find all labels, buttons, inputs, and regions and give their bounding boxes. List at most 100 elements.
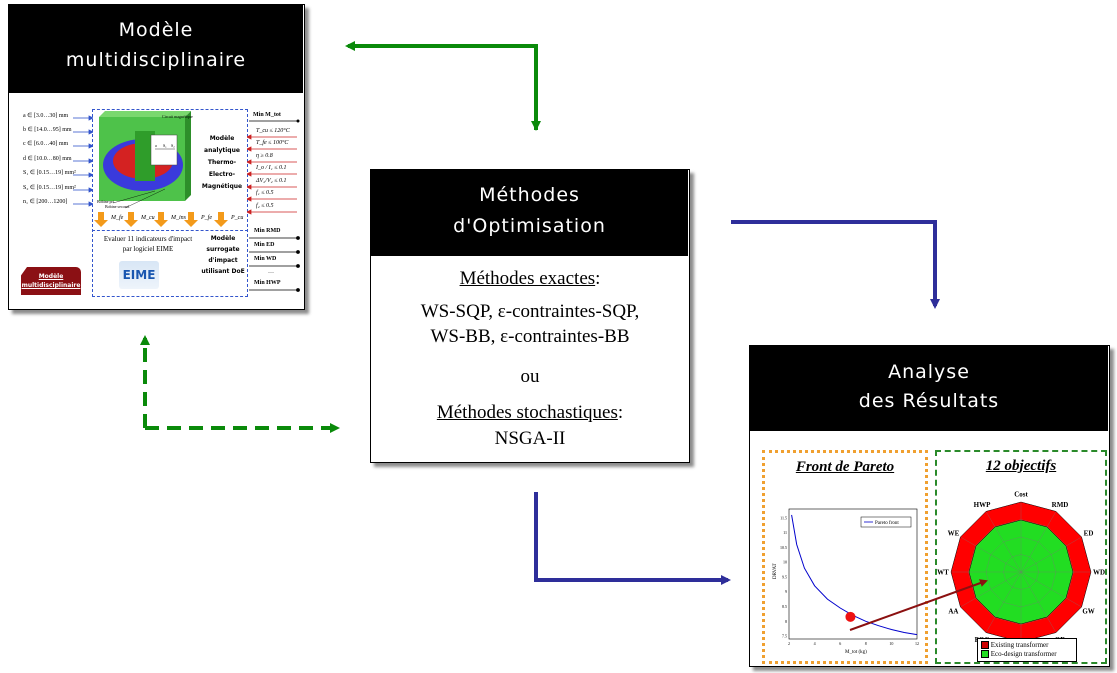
- radar-spoke: [985, 511, 1022, 573]
- objectives-title: 12 objectifs: [985, 458, 1057, 474]
- impact-arrows: [249, 236, 300, 292]
- radar-axis-label: ED: [1084, 530, 1094, 538]
- constraint-arrows: [247, 119, 300, 215]
- stoch-line1: NSGA-II: [494, 428, 566, 449]
- ou-text: ou: [520, 366, 540, 387]
- output-pfe: P_fe: [201, 215, 212, 221]
- stoch-heading: Méthodes stochastiques:: [436, 402, 624, 423]
- impact-ed: Min ED: [254, 242, 275, 248]
- pareto-legend-box: [860, 516, 912, 528]
- lower-divider: [92, 230, 248, 231]
- radar-axis-label: AA: [948, 608, 958, 616]
- core-label: Circuit magnétique: [162, 114, 193, 119]
- radar-spoke: [1020, 571, 1057, 633]
- surrogate-model-label: Modèle surrogate d'impact utilisant DoE: [201, 235, 245, 275]
- eime-logo-text: EIME: [122, 268, 156, 282]
- legend-existing: Existing transformer: [981, 641, 1049, 650]
- pareto-ytick-label: 8.5: [782, 604, 787, 609]
- pareto-ytick-label: 10: [783, 560, 787, 565]
- radar-spoke: [985, 571, 1022, 633]
- legend-eco-label: Eco-design transformer: [990, 650, 1057, 658]
- radar-spoke: [1020, 511, 1057, 573]
- constraint-3: η ≥ 0.8: [256, 153, 273, 159]
- input-list: a ∈ [3.0…30] mm b ∈ [14.0…95] mm c ∈ [6.…: [23, 112, 95, 208]
- arrow-methodes-analyse: [731, 220, 940, 309]
- radar-spoke: [960, 536, 1022, 573]
- modele-title-line2: multidisciplinaire: [65, 49, 247, 71]
- winding1-label: Bobine pri.: [97, 199, 115, 204]
- constraint-2: T_fe ≤ 100°C: [256, 140, 289, 146]
- radar-axis-label: WD: [1093, 569, 1105, 577]
- winding2-label: Bobine second.: [105, 204, 130, 209]
- input-n1: n₁ ∈ [200…1200]: [23, 199, 68, 205]
- output-arrows: [94, 212, 228, 227]
- pareto-xtick-label: 2: [788, 641, 790, 646]
- input-a: a ∈ [3.0…30] mm: [23, 113, 69, 119]
- modele-title-line1: Modèle: [118, 19, 194, 41]
- eime-logo: EIME: [119, 261, 159, 289]
- legend-eco-swatch: [981, 650, 989, 659]
- stoch-heading-text: Méthodes stochastiques: [436, 402, 618, 423]
- pareto-ytick-label: 8: [785, 619, 787, 624]
- methodes-box: Méthodes d'Optimisation Méthodes exactes…: [370, 169, 690, 463]
- methodes-title-line1: Méthodes: [479, 184, 580, 206]
- pareto-ytick-label: 11: [783, 530, 787, 535]
- pareto-xtick-label: 10: [889, 641, 893, 646]
- input-arrows: [73, 115, 93, 207]
- pareto-legend-label: Pareto front: [875, 521, 899, 526]
- exact-heading: Méthodes exactes:: [459, 268, 601, 289]
- constraint-list: T_cu ≤ 120°C T_fe ≤ 100°C η ≥ 0.8 I_o / …: [256, 128, 301, 209]
- analyse-box: Analyse des Résultats Front de Pareto 7.…: [749, 345, 1110, 667]
- output-mfe: M_fe: [111, 215, 124, 221]
- exact-line2: WS-BB, ε-contraintes-BB: [430, 326, 630, 347]
- radar-chart: CostRMDEDWDGWODATPOCAAWTWEHWP: [937, 491, 1105, 655]
- output-mcu: M_cu: [141, 215, 155, 221]
- output-pcu: P_cu: [231, 215, 244, 221]
- analyse-title: Analyse des Résultats: [750, 346, 1108, 431]
- analytic-model-label: Modèle analytique Thermo-Electro-Magnéti…: [201, 135, 243, 190]
- radar-axis-label: GW: [1082, 608, 1094, 616]
- radar-axis-label: HWP: [974, 501, 991, 509]
- model-frame: [92, 109, 248, 297]
- radar-axis-label: WE: [948, 530, 960, 538]
- radar-spoke: [1020, 571, 1082, 608]
- legend-eco: Eco-design transformer: [981, 650, 1057, 659]
- input-s1: S₁ ∈ [0.15…19] mm²: [23, 170, 76, 176]
- radar-axis-label: Cost: [1014, 491, 1028, 499]
- svg-text:S₂: S₂: [171, 143, 175, 148]
- pareto-ytick-label: 10.5: [780, 545, 787, 550]
- pareto-xtick-label: 8: [865, 641, 867, 646]
- arrow-methodes-pareto: [534, 492, 731, 585]
- constraint-1: T_cu ≤ 120°C: [256, 128, 290, 134]
- pareto-xlabel: M_tot (kg): [845, 650, 867, 655]
- pareto-xtick-label: 4: [814, 641, 816, 646]
- objectives-panel: 12 objectifs CostRMDEDWDGWODATPOCAAWTWEH…: [935, 450, 1107, 664]
- constraint-6: f₁ ≤ 0.5: [256, 190, 274, 196]
- impact-wd: Min WD: [254, 256, 277, 262]
- pareto-ytick-label: 11.5: [780, 515, 787, 520]
- constraint-7: f₂ ≤ 0.5: [256, 203, 274, 209]
- pareto-ytick-label: 9.5: [782, 574, 787, 579]
- pareto-ylabel: DRVAT: [773, 563, 778, 579]
- legend-existing-swatch: [981, 641, 989, 650]
- constraint-5: ΔV₂/V₂ ≤ 0.1: [256, 178, 287, 184]
- impact-ellipsis: …: [268, 269, 274, 275]
- svg-text:S₁: S₁: [163, 143, 167, 148]
- output-mins: M_ins: [171, 215, 186, 221]
- pareto-xtick-label: 12: [915, 641, 919, 646]
- radar-legend: Existing transformer Eco-design transfor…: [977, 638, 1077, 662]
- methodes-title-line2: d'Optimisation: [453, 215, 606, 237]
- analyse-title-line1: Analyse: [888, 361, 970, 383]
- modele-title: Modèle multidisciplinaire: [9, 5, 303, 93]
- input-d: d ∈ [10.0…80] mm: [23, 156, 72, 162]
- impact-hwp: Min HWP: [254, 280, 281, 286]
- pareto-title: Front de Pareto: [795, 459, 895, 475]
- exact-line1: WS-SQP, ε-contraintes-SQP,: [420, 301, 640, 322]
- input-b: b ∈ [14.0…95] mm: [23, 127, 72, 133]
- pareto-ytick-label: 9: [785, 589, 787, 594]
- modele-tab-label: Modèle multidisciplinaire: [21, 273, 81, 289]
- svg-text:a: a: [155, 143, 157, 148]
